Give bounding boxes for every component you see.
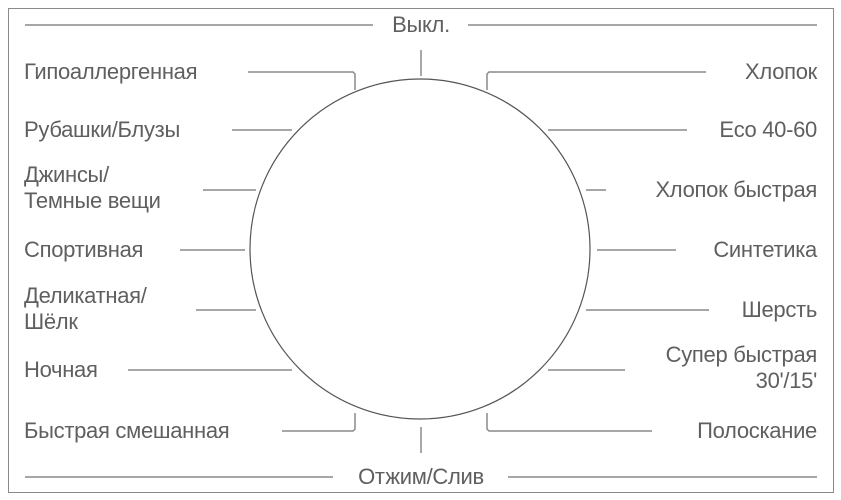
program-sport: Спортивная bbox=[24, 237, 144, 262]
program-rinse: Полоскание bbox=[697, 418, 817, 443]
program-delicate-line1: Деликатная/ bbox=[24, 283, 147, 308]
program-dial[interactable] bbox=[249, 78, 591, 420]
label-spin-drain: Отжим/Слив bbox=[348, 464, 494, 490]
panel-frame bbox=[8, 8, 834, 493]
program-quick-mix: Быстрая смешанная bbox=[24, 418, 230, 443]
program-eco-40-60: Eco 40-60 bbox=[719, 117, 817, 142]
program-jeans-line2: Темные вещи bbox=[24, 188, 161, 213]
program-cotton: Хлопок bbox=[745, 59, 817, 84]
program-wool: Шерсть bbox=[741, 297, 818, 322]
program-cotton-quick: Хлопок быстрая bbox=[655, 177, 817, 202]
program-hypoallergenic: Гипоаллергенная bbox=[24, 59, 198, 84]
program-delicate-line2: Шёлк bbox=[24, 309, 78, 334]
label-off: Выкл. bbox=[382, 12, 460, 38]
program-super-quick-line1: Супер быстрая bbox=[665, 342, 818, 367]
program-delicate: Деликатная/ Шёлк bbox=[24, 283, 147, 335]
program-night: Ночная bbox=[24, 357, 98, 382]
program-super-quick-line2: 30'/15' bbox=[755, 368, 818, 393]
program-jeans: Джинсы/ Темные вещи bbox=[24, 162, 161, 214]
program-jeans-line1: Джинсы/ bbox=[24, 162, 109, 187]
program-shirts: Рубашки/Блузы bbox=[24, 117, 180, 142]
program-synthetics: Синтетика bbox=[713, 237, 817, 262]
program-super-quick: Супер быстрая 30'/15' bbox=[665, 342, 818, 394]
